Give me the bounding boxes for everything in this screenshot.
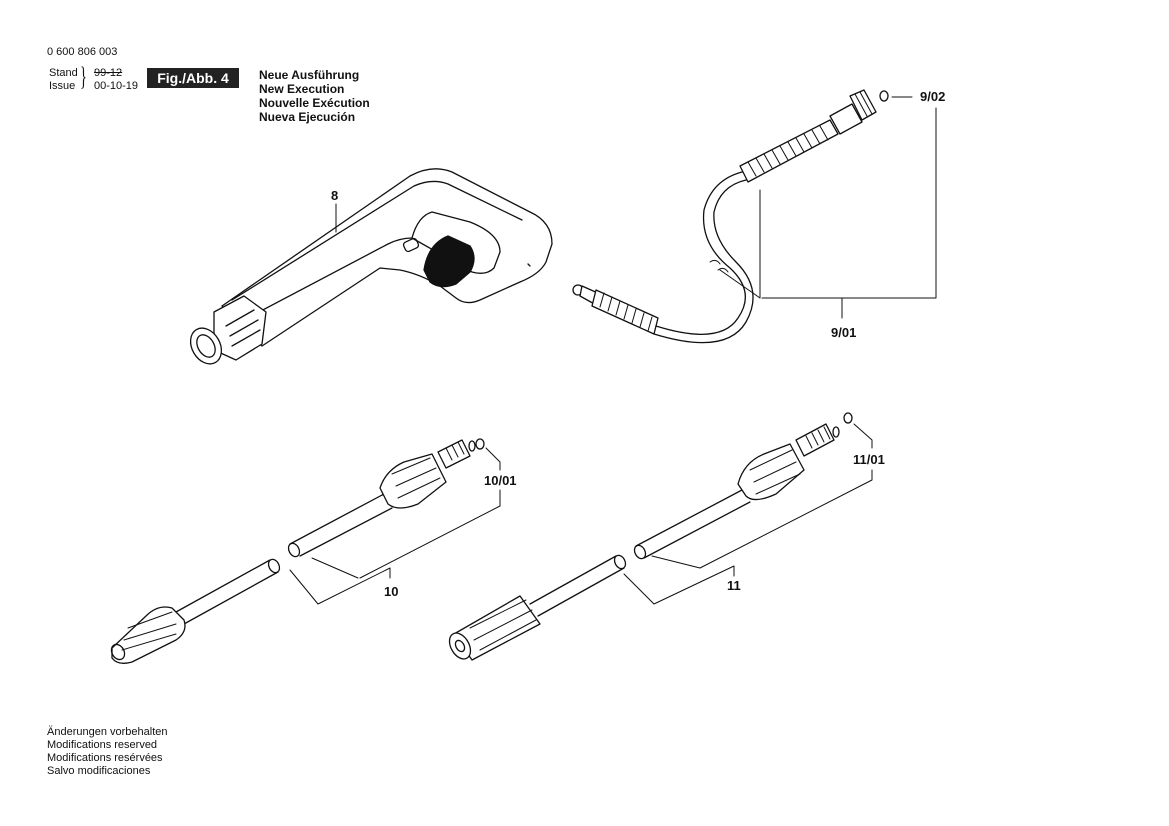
footer-note-fr: Modifications resérvées bbox=[47, 752, 163, 764]
stand-date: 99-12 bbox=[94, 67, 123, 79]
o-ring-part-9-02 bbox=[879, 90, 889, 102]
callout-part-9-02: 9/02 bbox=[920, 89, 946, 104]
footer-note-en: Modifications reserved bbox=[47, 739, 158, 751]
brace-icon: } bbox=[80, 62, 87, 91]
leader-lines bbox=[289, 96, 937, 605]
callout-part-11-01: 11/01 bbox=[853, 452, 885, 467]
execution-label-fr: Nouvelle Exécution bbox=[259, 96, 370, 110]
o-ring-part-10-01 bbox=[475, 438, 485, 450]
lance-part-10 bbox=[110, 439, 476, 664]
spray-gun-part-8 bbox=[189, 168, 553, 365]
footer-note-de: Änderungen vorbehalten bbox=[47, 726, 168, 738]
issue-date: 00-10-19 bbox=[94, 80, 139, 92]
callout-part-8: 8 bbox=[331, 188, 339, 203]
o-ring-part-11-01 bbox=[843, 412, 853, 424]
callout-part-9-01: 9/01 bbox=[831, 325, 857, 340]
footer-note-es: Salvo modificaciones bbox=[47, 765, 151, 777]
callout-part-10-01: 10/01 bbox=[484, 473, 517, 488]
callout-part-11: 11 bbox=[727, 578, 741, 593]
issue-label: Issue bbox=[49, 80, 76, 92]
execution-label-es: Nueva Ejecución bbox=[259, 110, 356, 124]
document-number: 0 600 806 003 bbox=[47, 46, 118, 58]
hose-part-9-01 bbox=[572, 89, 877, 344]
execution-label-en: New Execution bbox=[259, 82, 345, 96]
execution-label-de: Neue Ausführung bbox=[259, 68, 360, 82]
callout-part-10: 10 bbox=[384, 584, 399, 599]
figure-badge: Fig./Abb. 4 bbox=[147, 68, 239, 88]
stand-label: Stand bbox=[49, 67, 78, 79]
lance-part-11 bbox=[448, 423, 840, 661]
